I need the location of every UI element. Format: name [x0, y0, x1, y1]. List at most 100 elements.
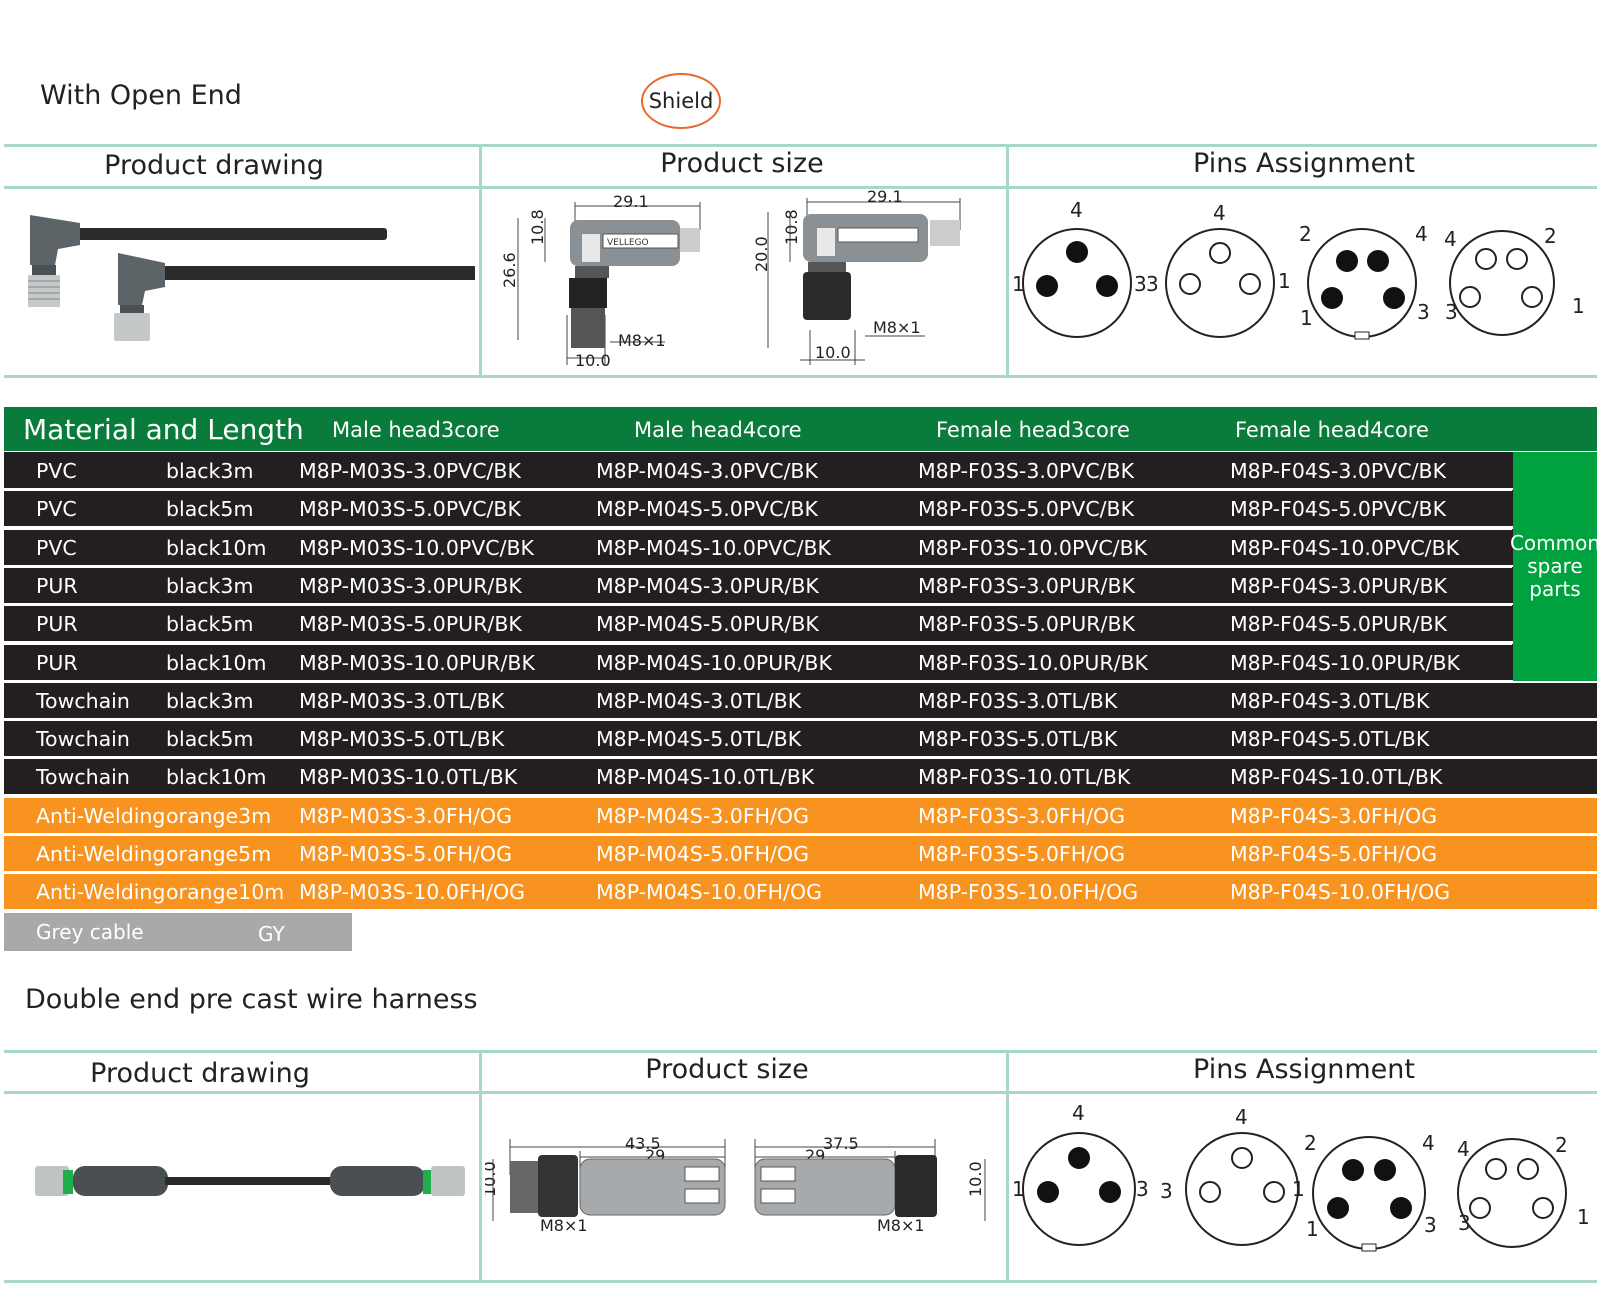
cell-part-number: M8P-F03S-5.0TL/BK: [918, 727, 1118, 752]
cell-part-number: M8P-F03S-10.0PVC/BK: [918, 535, 1148, 560]
column-header: Male head4core: [634, 418, 802, 442]
female-4pin-face: [1449, 230, 1555, 336]
cell-part-number: M8P-M03S-10.0PUR/BK: [299, 650, 535, 675]
dim-diameter: 10.0: [485, 1161, 499, 1197]
divider: [4, 1280, 1597, 1283]
divider: [479, 1052, 482, 1282]
cell-length: black3m: [166, 459, 254, 483]
pin-label: 4: [1070, 198, 1083, 222]
dim-total-height: 26.6: [500, 252, 519, 288]
table-header: Material and Length Male head3core Male …: [4, 407, 1597, 451]
product-drawing-double-end-cable: [35, 1166, 465, 1196]
header-product-size: Product size: [660, 148, 824, 179]
angled-connector: [28, 215, 80, 307]
pin-label: 4: [1457, 1137, 1470, 1161]
row-separator: [4, 680, 1597, 683]
dim-length: 29.1: [867, 190, 903, 206]
row-separator: [4, 795, 1597, 798]
dim-length: 29.1: [613, 192, 649, 211]
row-separator: [4, 527, 1512, 530]
male-connector: [431, 1166, 465, 1196]
cell-part-number: M8P-F04S-5.0PUR/BK: [1230, 612, 1447, 637]
connector-side-view: VELLEGO: [569, 220, 700, 348]
cell-part-number: M8P-M04S-3.0FH/OG: [596, 803, 809, 828]
cell-part-number: M8P-F04S-5.0FH/OG: [1230, 842, 1438, 866]
cell-part-number: M8P-F03S-3.0PVC/BK: [918, 459, 1135, 483]
common-spare-line: spare: [1527, 554, 1583, 578]
pin-label: 2: [1555, 1133, 1568, 1157]
row-separator: [4, 642, 1512, 645]
pin-label: 1: [1300, 306, 1313, 330]
cell-part-number: M8P-M03S-5.0PVC/BK: [299, 497, 521, 522]
pin-label: 3: [1424, 1213, 1437, 1237]
dim-thread: M8×1: [618, 331, 666, 350]
cell-part-number: M8P-F04S-10.0FH/OG: [1230, 880, 1451, 905]
dim-thread: M8×1: [540, 1216, 588, 1235]
cell-part-number: M8P-M03S-5.0TL/BK: [299, 727, 505, 752]
pins-assignment-diagram: 4 1 3 4 3 1 2 4 1 3 4 2 3 1: [1012, 198, 1585, 340]
pin-label: 4: [1235, 1105, 1248, 1129]
header-product-drawing: Product drawing: [104, 150, 324, 181]
cell-material: PVC: [36, 459, 77, 483]
cable: [150, 266, 475, 280]
divider: [1006, 146, 1009, 376]
common-spare-line: Common: [1509, 531, 1600, 555]
cell-length: black5m: [166, 727, 254, 752]
cell-material: PUR: [36, 650, 78, 675]
pin-label: 2: [1304, 1131, 1317, 1155]
pin-label: 3: [1445, 300, 1458, 324]
cell-material: PUR: [36, 573, 78, 598]
divider: [1006, 1052, 1009, 1282]
section-title-open-end: With Open End: [40, 80, 242, 111]
cell-part-number: M8P-F03S-5.0PUR/BK: [918, 612, 1135, 637]
cell-material: Anti-Welding: [36, 880, 166, 905]
cable: [60, 228, 387, 240]
table-title: Material and Length: [23, 413, 304, 446]
cell-length: black10m: [166, 765, 267, 790]
pin-label: 1: [1577, 1205, 1590, 1229]
cell-part-number: M8P-M04S-10.0PUR/BK: [596, 650, 832, 675]
cell-length: orange10m: [166, 880, 285, 905]
shield-badge: Shield: [641, 73, 721, 129]
cell-part-number: M8P-M04S-5.0FH/OG: [596, 842, 809, 866]
row-separator: [4, 604, 1512, 607]
row-separator: [4, 719, 1597, 722]
column-header: Female head4core: [1235, 418, 1429, 442]
row-separator: [4, 565, 1512, 568]
cell-part-number: M8P-F03S-3.0PUR/BK: [918, 573, 1135, 598]
pin-label: 3: [1160, 1179, 1173, 1203]
grey-cable-code: GY: [258, 922, 285, 946]
male-4pin-face: [1307, 228, 1417, 338]
dim-diameter: 10.0: [575, 351, 611, 370]
cell-part-number: M8P-M03S-10.0PVC/BK: [299, 535, 534, 560]
pin-label: 2: [1544, 224, 1557, 248]
divider: [4, 1050, 1597, 1053]
cell-length: black5m: [166, 497, 254, 522]
cell-length: orange3m: [166, 803, 272, 828]
cell-part-number: M8P-F04S-10.0TL/BK: [1230, 765, 1443, 790]
cell-length: orange5m: [166, 842, 272, 866]
product-drawing-angled-cables: [28, 215, 475, 341]
female-connector: [35, 1166, 69, 1196]
dim-thread: M8×1: [873, 318, 921, 337]
cell-length: black3m: [166, 573, 254, 598]
connector-side-view: [803, 214, 960, 320]
row-separator: [4, 489, 1512, 492]
column-header: Male head3core: [332, 418, 500, 442]
male-connector-side-view: [510, 1155, 726, 1217]
male-4pin-face: [1312, 1136, 1426, 1250]
female-3pin-face: [1165, 228, 1275, 338]
cell-part-number: M8P-M03S-5.0FH/OG: [299, 842, 512, 866]
divider: [4, 186, 1597, 189]
column-header: Female head3core: [936, 418, 1130, 442]
cell-part-number: M8P-M04S-5.0PUR/BK: [596, 612, 819, 637]
cell-material: Towchain: [36, 727, 130, 752]
cell-part-number: M8P-F03S-10.0PUR/BK: [918, 650, 1148, 675]
